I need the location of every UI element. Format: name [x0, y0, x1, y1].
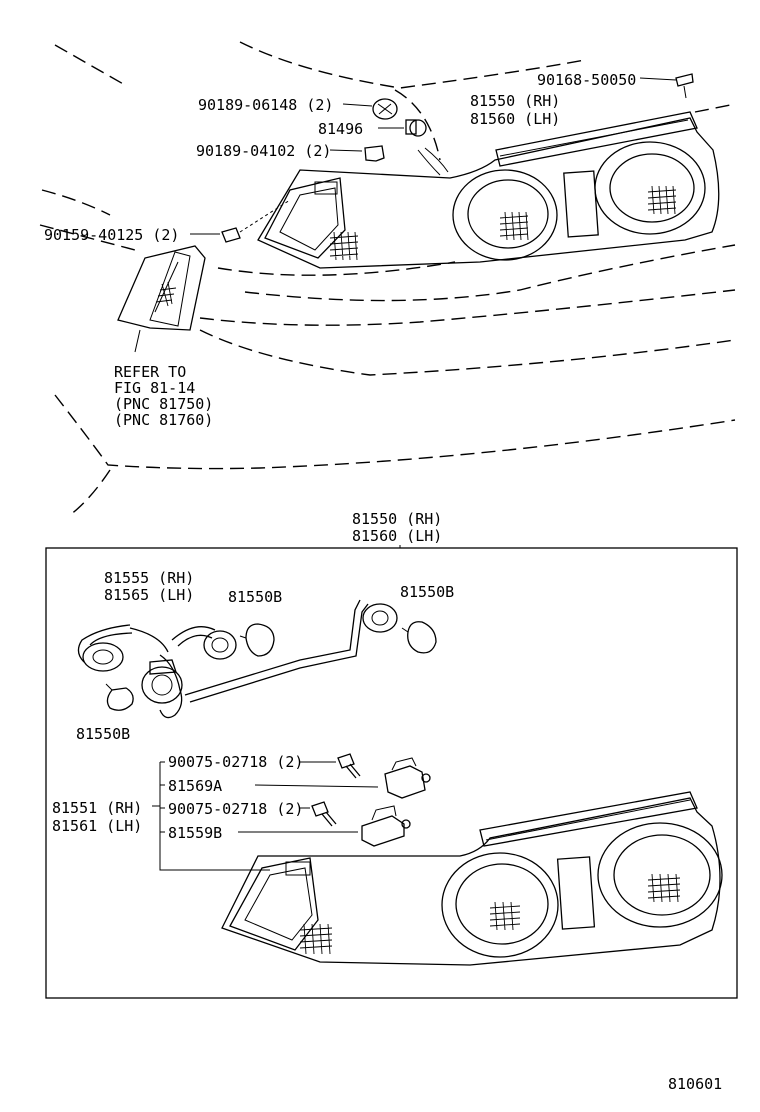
- screw-02718-a-icon: [300, 753, 361, 779]
- label-bulb-middle: 81550B: [228, 588, 282, 606]
- lamp-housing-exploded: [221, 791, 723, 966]
- exploded-view-frame: [45, 547, 738, 999]
- figure-number: 810601: [668, 1075, 722, 1093]
- label-refer-pnc2: (PNC 81760): [114, 411, 213, 429]
- label-housing-rh: 81551 (RH): [52, 799, 142, 817]
- label-box-rh: 81550 (RH): [352, 510, 442, 528]
- label-bulb-right: 81550B: [400, 583, 454, 601]
- label-screw-40125: 90159-40125 (2): [44, 226, 179, 244]
- label-clip-04102: 90189-04102 (2): [196, 142, 331, 160]
- grommet-81496-icon: [378, 119, 427, 137]
- label-lamp-lh-top: 81560 (LH): [470, 110, 560, 128]
- bulb-81550b-left-icon: [105, 683, 134, 711]
- label-screw-02718-a: 90075-02718 (2): [168, 753, 303, 771]
- label-socket-rh: 81555 (RH): [104, 569, 194, 587]
- tail-lamp-assembly-top: [257, 111, 720, 269]
- screw-02718-b-icon: [300, 801, 337, 827]
- label-bulb-left: 81550B: [76, 725, 130, 743]
- vehicle-body-outline: [39, 41, 736, 516]
- socket-wire-assembly: [77, 599, 398, 719]
- label-housing-lh: 81561 (LH): [52, 817, 142, 835]
- label-part-81559b: 81559B: [168, 824, 222, 842]
- label-refer-fig: FIG 81-14: [114, 379, 195, 397]
- label-part-81569a: 81569A: [168, 777, 222, 795]
- label-lamp-rh-top: 81550 (RH): [470, 92, 560, 110]
- bracket-81559b-icon: [361, 805, 411, 847]
- label-screw-02718-b: 90075-02718 (2): [168, 800, 303, 818]
- label-bolt-top: 90168-50050: [537, 71, 636, 89]
- bracket-81569a-icon: [384, 757, 431, 799]
- fastener-bolt-top-icon: [639, 73, 694, 99]
- label-refer-to: REFER TO: [114, 363, 186, 381]
- bulb-81550b-right-icon: [401, 621, 437, 654]
- referenced-lamp-fig-81-14: [117, 245, 206, 353]
- label-socket-lh: 81565 (LH): [104, 586, 194, 604]
- label-part-81496: 81496: [318, 120, 363, 138]
- bulb-81550b-middle-icon: [239, 623, 275, 657]
- label-clip-06148: 90189-06148 (2): [198, 96, 333, 114]
- label-box-lh: 81560 (LH): [352, 527, 442, 545]
- housing-leader-bracket: [152, 761, 379, 871]
- label-refer-pnc1: (PNC 81750): [114, 395, 213, 413]
- clip-06148-icon: [342, 98, 398, 120]
- screw-40125-icon: [190, 199, 291, 243]
- clip-04102-icon: [329, 145, 385, 162]
